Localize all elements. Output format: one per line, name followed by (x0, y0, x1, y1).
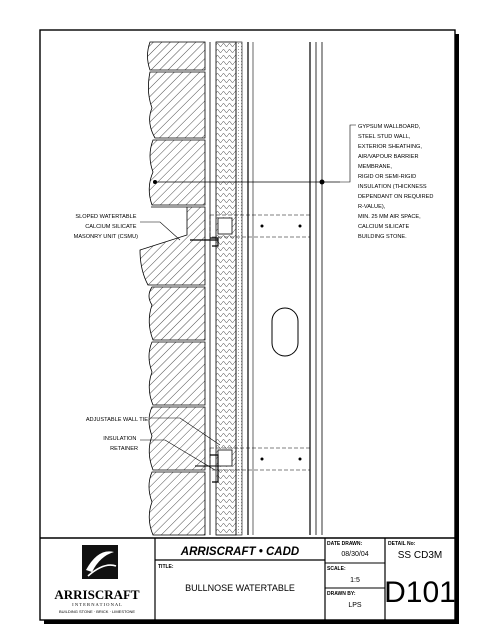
detail-number: D101 (384, 576, 456, 609)
watertable-note: SLOPED WATERTABLE CALCIUM SILICATE MASON… (74, 214, 138, 240)
detail-label: DETAIL No: (388, 541, 416, 547)
company-tagline: BUILDING STONE · BRICK · LIMESTONE (59, 609, 135, 614)
drawn-by-label: DRAWN BY: (327, 591, 356, 597)
company-name: ARRISCRAFT (54, 587, 140, 602)
drawn-by-value: LPS (348, 602, 362, 609)
scale-label: SCALE: (327, 566, 346, 572)
detail-code: SS CD3M (398, 550, 442, 561)
stud-punchout (271, 307, 299, 357)
company-sub: I N T E R N A T I O N A L (72, 602, 122, 607)
title-block: ARRISCRAFT I N T E R N A T I O N A L BUI… (40, 537, 456, 620)
stone-units (139, 41, 206, 536)
sheathing-layer (235, 41, 243, 536)
title-label: TITLE: (158, 564, 174, 570)
watertable-csmu (139, 206, 206, 286)
scale-value: 1:5 (350, 577, 360, 584)
title-block-header: ARRISCRAFT • CADD (180, 546, 299, 558)
leaders (140, 124, 356, 471)
date-label: DATE DRAWN: (327, 541, 363, 547)
arriscraft-logo-icon (82, 545, 118, 579)
wall-tie-label: ADJUSTABLE WALL TIE (86, 417, 148, 423)
date-value: 08/30/04 (341, 551, 368, 558)
insulation-retainer-label: INSULATION RETAINER (103, 436, 138, 452)
wall-tie-lower (195, 449, 233, 483)
drawing-title: BULLNOSE WATERTABLE (185, 583, 295, 593)
wall-tie-upper (190, 217, 233, 247)
wall-section (139, 41, 340, 536)
layers-note: GYPSUM WALLBOARD, STEEL STUD WALL, EXTER… (358, 124, 435, 240)
